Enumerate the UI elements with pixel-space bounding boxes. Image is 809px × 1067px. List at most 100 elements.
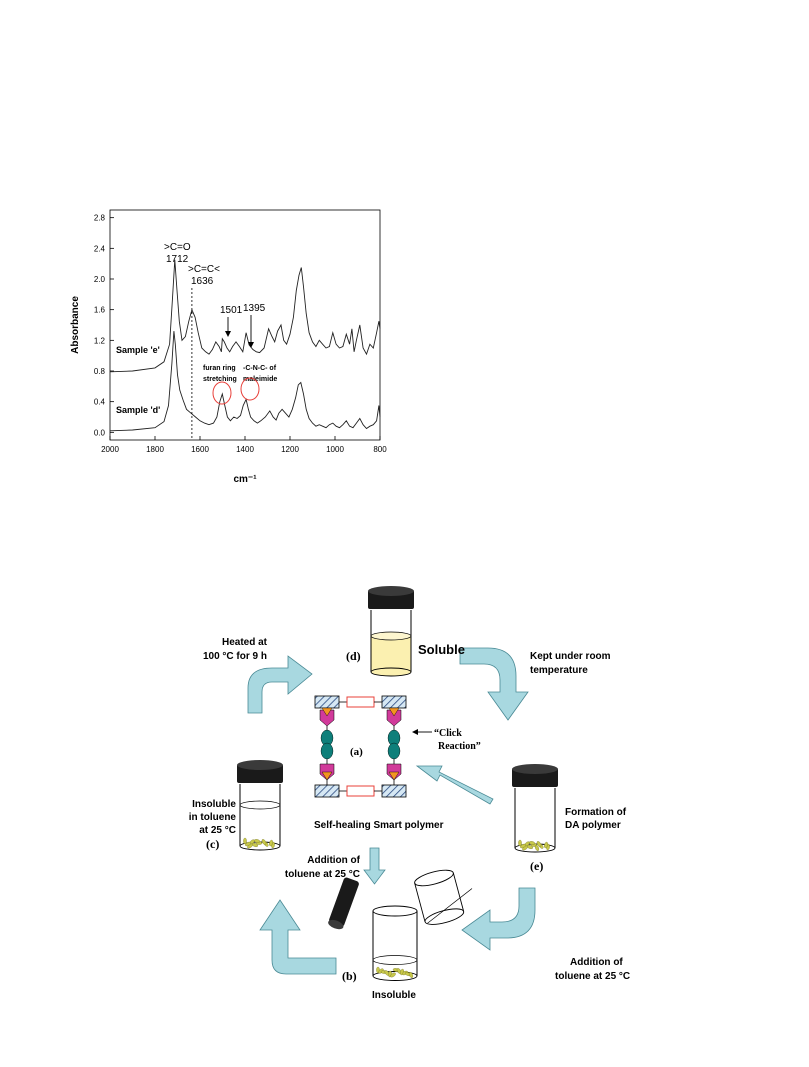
toluene-right-curved-arrow xyxy=(461,887,536,951)
label-a: (a) xyxy=(350,746,363,758)
vial-d-solution xyxy=(371,636,411,672)
x-tick-label: 2000 xyxy=(101,445,119,454)
toluene-small-down-arrow xyxy=(363,847,386,885)
y-tick-label: 2.8 xyxy=(94,214,106,223)
maleimide-unit xyxy=(386,709,402,727)
label-b: (b) xyxy=(342,969,357,983)
y-axis-ticks: 0.00.40.81.21.62.02.42.8 xyxy=(94,214,114,437)
network-chains xyxy=(319,707,402,785)
co-value: 1712 xyxy=(166,254,189,265)
x-tick-label: 800 xyxy=(373,445,387,454)
polymer-particle xyxy=(528,841,536,845)
vial-c-particles xyxy=(243,837,275,849)
network-block-top-left xyxy=(314,695,340,709)
insoluble-c-line2: in toluene xyxy=(189,812,237,823)
vial-e-particles xyxy=(518,839,550,851)
network-block-bottom-right xyxy=(381,784,407,798)
vial-d-bottom xyxy=(370,667,412,677)
furan-annotation-line2: stretching xyxy=(203,376,237,383)
x-tick-label: 1800 xyxy=(146,445,164,454)
vial-b-particles xyxy=(376,966,414,978)
y-axis-label: Absorbance xyxy=(70,296,81,354)
loose-cap xyxy=(328,877,359,930)
cc-label: >C=C< xyxy=(188,264,220,275)
kept-line2: temperature xyxy=(530,665,588,676)
tilted-empty-vial xyxy=(414,869,473,925)
cnc-annotation-line2: maleimide xyxy=(243,376,277,383)
vial-d-cap-top xyxy=(368,586,414,596)
formation-line1: Formation of xyxy=(565,807,627,818)
polymer-network xyxy=(314,695,407,798)
furan-unit xyxy=(321,771,333,781)
addition-top-line1: Addition of xyxy=(307,855,360,866)
spacer-unit xyxy=(320,742,334,760)
insoluble-c-line1: Insoluble xyxy=(192,799,236,810)
y-tick-label: 1.6 xyxy=(94,306,106,315)
cnc-peak-circle xyxy=(240,377,260,401)
x-tick-label: 1200 xyxy=(281,445,299,454)
vial-d-soluble xyxy=(368,586,414,677)
soluble-label: Soluble xyxy=(418,642,465,657)
polymer-particle xyxy=(245,841,251,847)
spacer-unit xyxy=(387,742,401,760)
furan-unit xyxy=(321,707,333,717)
polymer-particle xyxy=(243,837,247,845)
formation-line2: DA polymer xyxy=(565,820,621,831)
cooling-curved-arrow xyxy=(459,647,529,721)
peak-1501-label: 1501 xyxy=(220,305,243,316)
vial-c-insoluble xyxy=(237,760,283,851)
label-e: (e) xyxy=(530,859,543,873)
y-tick-label: 2.4 xyxy=(94,244,106,253)
polymer-particle xyxy=(253,839,261,843)
cc-value: 1636 xyxy=(191,276,214,287)
peak-1501-arrowhead xyxy=(225,331,231,337)
self-healing-scheme-diagram: (d) Soluble Heated at 100 °C for 9 h Kep… xyxy=(189,586,630,1001)
return-left-curved-arrow xyxy=(259,899,337,975)
cnc-annotation-line1: -C-N-C- of xyxy=(243,365,277,372)
sample-d-label: Sample 'd' xyxy=(116,405,160,415)
polymer-particle xyxy=(269,839,273,847)
network-linker-top xyxy=(346,696,375,708)
polymer-particle xyxy=(251,843,259,847)
y-tick-label: 0.8 xyxy=(94,367,106,376)
click-line2: Reaction” xyxy=(438,741,481,752)
x-axis-label: cm⁻¹ xyxy=(233,474,257,485)
x-tick-label: 1000 xyxy=(326,445,344,454)
addition-right-line1: Addition of xyxy=(570,957,623,968)
label-c: (c) xyxy=(206,837,219,851)
vial-b-insoluble xyxy=(372,905,418,981)
series-layer xyxy=(109,259,381,432)
polymer-particle xyxy=(518,839,522,847)
polymer-particle xyxy=(261,839,267,845)
polymer-particle xyxy=(408,972,414,978)
network-linker-bottom xyxy=(346,785,375,797)
addition-right-line2: toluene at 25 °C xyxy=(555,971,630,982)
y-tick-label: 0.4 xyxy=(94,398,106,407)
addition-top-line2: toluene at 25 °C xyxy=(285,869,360,880)
series-line-sample-e xyxy=(109,259,381,373)
furan-peak-circle xyxy=(212,381,232,405)
heated-line1: Heated at xyxy=(222,637,268,648)
polymer-particle xyxy=(526,845,534,849)
polymer-particle xyxy=(536,841,542,847)
smart-polymer-label: Self-healing Smart polymer xyxy=(314,820,444,831)
label-d: (d) xyxy=(346,649,361,663)
vial-d-meniscus xyxy=(370,631,412,641)
heated-line2: 100 °C for 9 h xyxy=(203,651,267,662)
polymer-particle xyxy=(544,841,548,849)
co-label: >C=O xyxy=(164,242,191,253)
furan-annotation-line1: furan ring xyxy=(203,365,236,372)
diagonal-arrow-to-network xyxy=(415,765,494,805)
click-line1: “Click xyxy=(434,728,462,739)
insoluble-c-line3: at 25 °C xyxy=(199,825,236,836)
kept-line1: Kept under room xyxy=(530,651,611,662)
polymer-particle xyxy=(534,845,540,851)
vial-e-da-polymer xyxy=(512,764,558,853)
polymer-particle xyxy=(520,843,526,849)
sample-e-label: Sample 'e' xyxy=(116,345,160,355)
x-tick-label: 1600 xyxy=(191,445,209,454)
polymer-particle xyxy=(390,972,396,978)
click-pointer-head xyxy=(412,729,418,735)
y-tick-label: 2.0 xyxy=(94,275,106,284)
